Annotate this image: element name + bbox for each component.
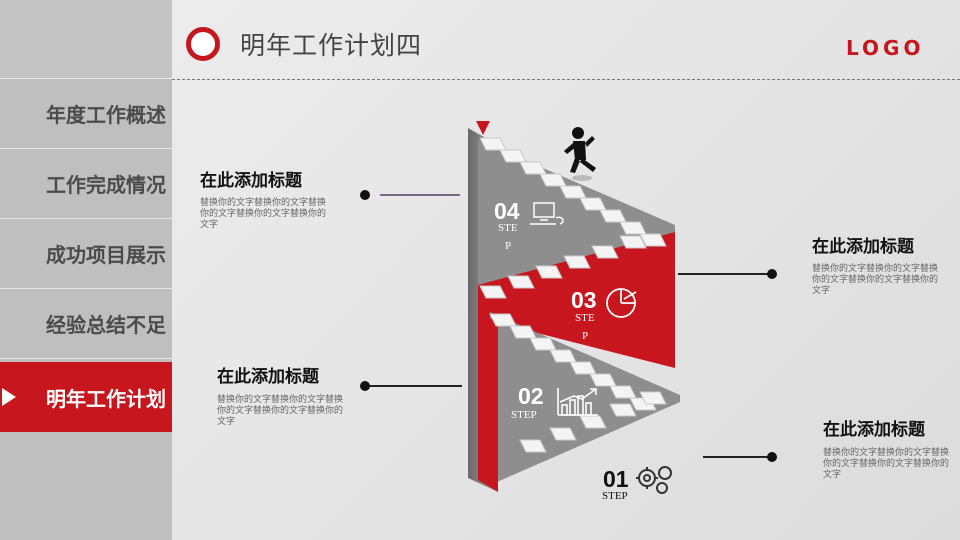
- growth-chart-icon: [557, 388, 598, 416]
- sidebar-header: [0, 0, 172, 79]
- connector-dot: [767, 452, 777, 462]
- step-2-number: 02: [518, 383, 544, 409]
- block-3-title: 在此添加标题: [217, 367, 319, 387]
- connector-dot: [360, 381, 370, 391]
- block-1-text: 替换你的文字替换你的文字替换你的文字替换你的文字替换你的文字: [200, 198, 327, 230]
- block-1-title: 在此添加标题: [200, 171, 302, 191]
- page-title: 明年工作计划四: [240, 31, 423, 60]
- connector-line: [703, 456, 775, 458]
- sidebar-item-label: 成功项目展示: [46, 243, 166, 267]
- step-2-label: STEP: [511, 409, 537, 421]
- connector-line: [365, 385, 462, 387]
- header-divider: [172, 79, 960, 80]
- logo: LOGO: [846, 36, 925, 60]
- connector-dot: [767, 269, 777, 279]
- sidebar-item-label: 明年工作计划: [46, 386, 166, 411]
- step-4-number: 04: [494, 198, 520, 224]
- sidebar-item-label: 工作完成情况: [46, 173, 166, 197]
- step-1-label: STEP: [602, 490, 628, 502]
- step-4-label-line2: P: [505, 240, 512, 252]
- gears-icon: [636, 466, 672, 494]
- step-3-label: STE: [575, 312, 595, 324]
- connector-dot: [360, 190, 370, 200]
- sidebar-item-experience-summary[interactable]: 经验总结不足: [0, 289, 172, 359]
- sidebar-item-work-completion[interactable]: 工作完成情况: [0, 149, 172, 219]
- active-arrow-icon: [2, 388, 16, 406]
- step-3-number: 03: [571, 287, 597, 313]
- block-2-title: 在此添加标题: [812, 237, 914, 257]
- block-3-text: 替换你的文字替换你的文字替换你的文字替换你的文字替换你的文字: [217, 395, 344, 427]
- sidebar-item-project-showcase[interactable]: 成功项目展示: [0, 219, 172, 289]
- step-1-number: 01: [603, 466, 629, 492]
- connector-line: [678, 273, 770, 275]
- sidebar-item-label: 经验总结不足: [46, 313, 166, 337]
- sidebar-item-label: 年度工作概述: [46, 103, 166, 127]
- sidebar-item-next-year-plan[interactable]: 明年工作计划: [0, 362, 172, 432]
- sidebar-item-annual-overview[interactable]: 年度工作概述: [0, 79, 172, 149]
- step-3-label-line2: P: [582, 330, 589, 342]
- title-ring-icon: [186, 27, 220, 61]
- step-4-label: STE: [498, 222, 518, 234]
- pie-chart-icon: [606, 288, 637, 318]
- block-2-text: 替换你的文字替换你的文字替换你的文字替换你的文字替换你的文字: [812, 264, 939, 296]
- block-4-text: 替换你的文字替换你的文字替换你的文字替换你的文字替换你的文字: [823, 448, 950, 480]
- block-4-title: 在此添加标题: [823, 420, 925, 440]
- computer-icon: [530, 202, 564, 225]
- sidebar: 年度工作概述 工作完成情况 成功项目展示 经验总结不足 明年工作计划: [0, 0, 172, 540]
